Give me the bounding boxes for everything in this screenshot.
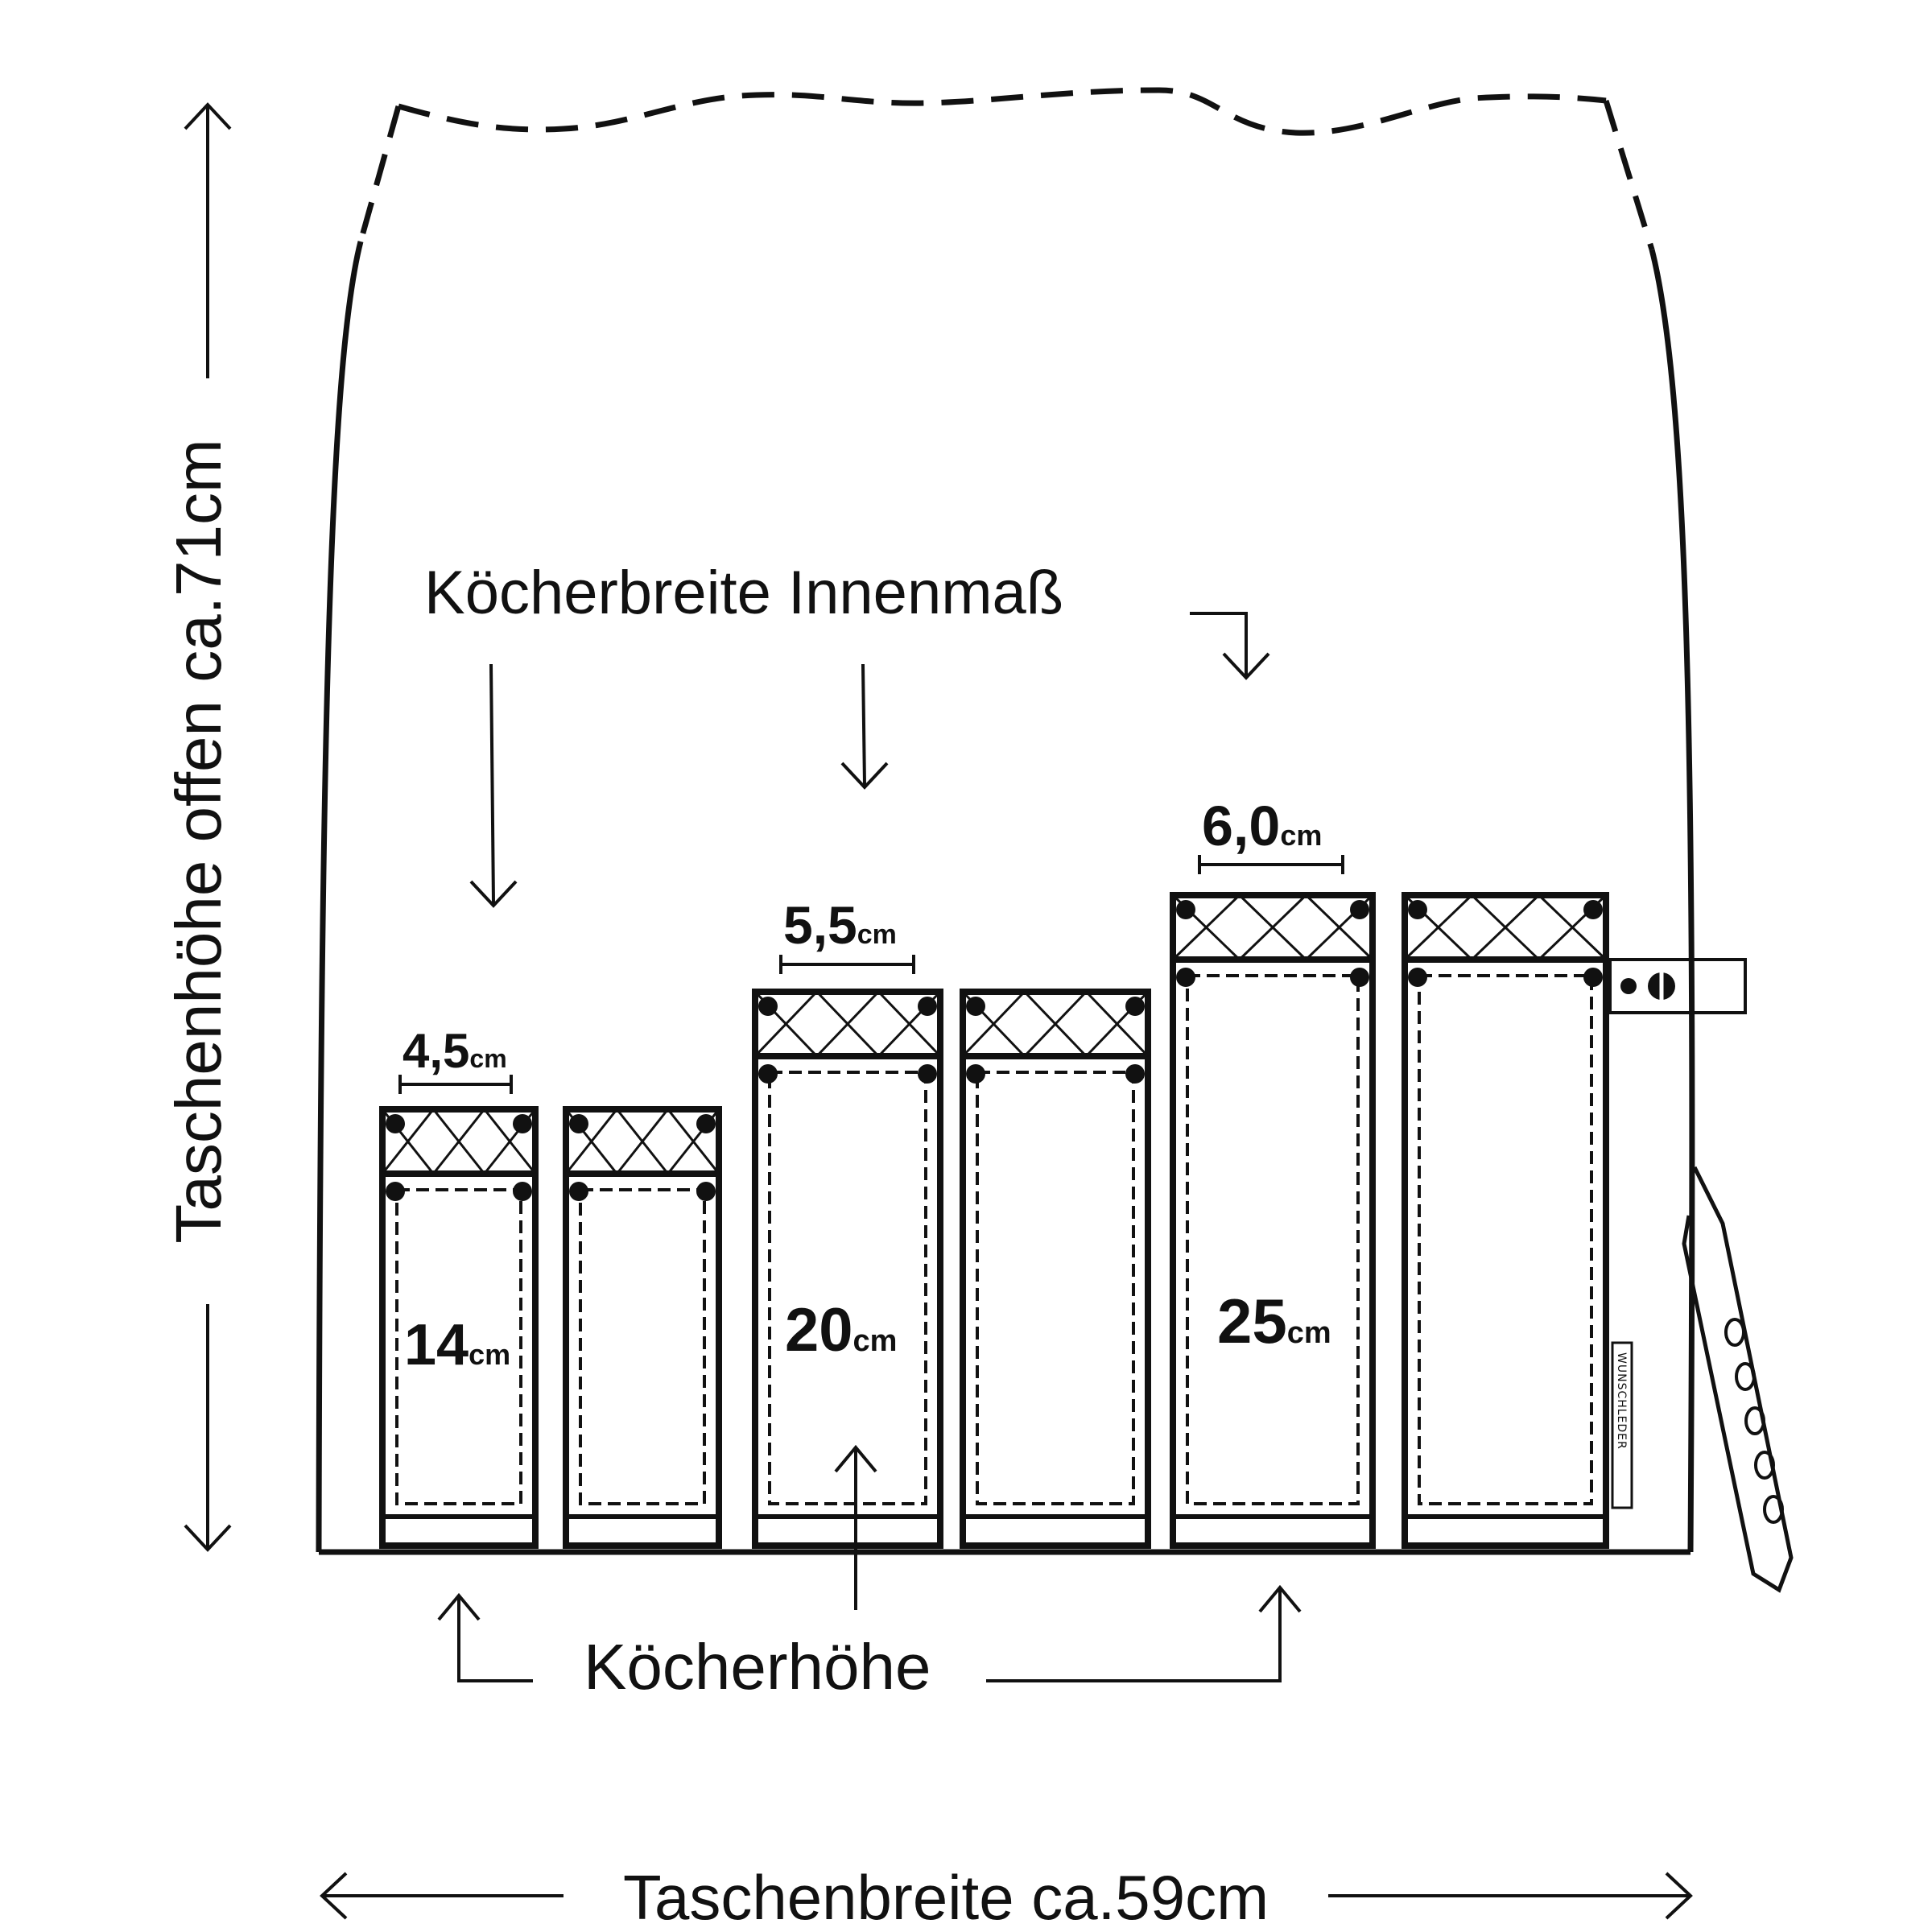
bag-left-edge	[316, 241, 364, 1553]
rivet	[918, 997, 937, 1016]
strap-rivet	[1620, 978, 1637, 994]
rivet	[696, 1114, 716, 1133]
rivet	[966, 1064, 985, 1084]
bag-right-dashed-edge	[1603, 99, 1655, 251]
quiver-pocket-4	[960, 989, 1151, 1549]
rivet	[1125, 997, 1145, 1016]
width-dim-large: 6,0cm	[1198, 795, 1344, 874]
quiver-pockets	[379, 892, 1609, 1549]
rivet	[513, 1114, 532, 1133]
quiver-pocket-5	[1170, 892, 1376, 1549]
rivet	[1408, 900, 1427, 919]
bag-outline	[316, 87, 1695, 1555]
bag-right-edge	[1649, 249, 1695, 1553]
strap-holes	[1724, 1318, 1784, 1524]
rivet	[1350, 968, 1369, 987]
width-dimension: Taschenbreite ca.59cm	[320, 1862, 1693, 1932]
rivet	[758, 1064, 778, 1084]
rivet	[1583, 900, 1603, 919]
height-label-small: 14cm	[404, 1313, 510, 1377]
quiver-pocket-3	[752, 989, 943, 1549]
svg-text:4,5cm: 4,5cm	[402, 1024, 507, 1078]
rivet	[1176, 900, 1195, 919]
rivet	[1350, 900, 1369, 919]
brand-text: WUNSCHLEDER	[1615, 1352, 1628, 1450]
rivet	[758, 997, 778, 1016]
pocket-width-dimensions: 4,5cm 5,5cm 6,0cm	[398, 795, 1344, 1094]
strap-tail	[1682, 1166, 1794, 1593]
quiver-height-label: Köcherhöhe	[584, 1631, 931, 1703]
height-label-medium: 20cm	[785, 1296, 897, 1364]
rivet	[569, 1114, 588, 1133]
svg-text:5,5cm: 5,5cm	[783, 895, 897, 955]
quiver-pocket-1	[379, 1106, 539, 1549]
width-dim-medium: 5,5cm	[779, 895, 915, 974]
brand-label: WUNSCHLEDER	[1611, 1341, 1633, 1509]
quiver-width-label: Köcherbreite Innenmaß	[424, 559, 1063, 627]
width-total-label: Taschenbreite ca.59cm	[623, 1862, 1269, 1932]
quiver-pocket-2	[563, 1106, 722, 1549]
quiver-height-annotation: Köcherhöhe	[437, 1444, 1302, 1703]
width-dim-small: 4,5cm	[398, 1024, 513, 1094]
svg-text:6,0cm: 6,0cm	[1202, 795, 1322, 857]
quiver-pocket-6	[1402, 892, 1609, 1549]
rivet	[966, 997, 985, 1016]
bag-top-dashed-edge	[398, 87, 1607, 136]
height-label-large: 25cm	[1217, 1286, 1331, 1356]
strap	[1608, 958, 1794, 1593]
bag-left-dashed-edge	[357, 105, 402, 242]
rivet	[386, 1114, 405, 1133]
pocket-height-labels: 14cm 20cm 25cm	[404, 1286, 1331, 1377]
quiver-width-annotation: Köcherbreite Innenmaß	[424, 559, 1270, 908]
strap-tab	[1608, 958, 1747, 1014]
height-total-label: Taschenhöhe offen ca.71cm	[163, 439, 234, 1243]
height-dimension: Taschenhöhe offen ca.71cm	[163, 102, 234, 1552]
